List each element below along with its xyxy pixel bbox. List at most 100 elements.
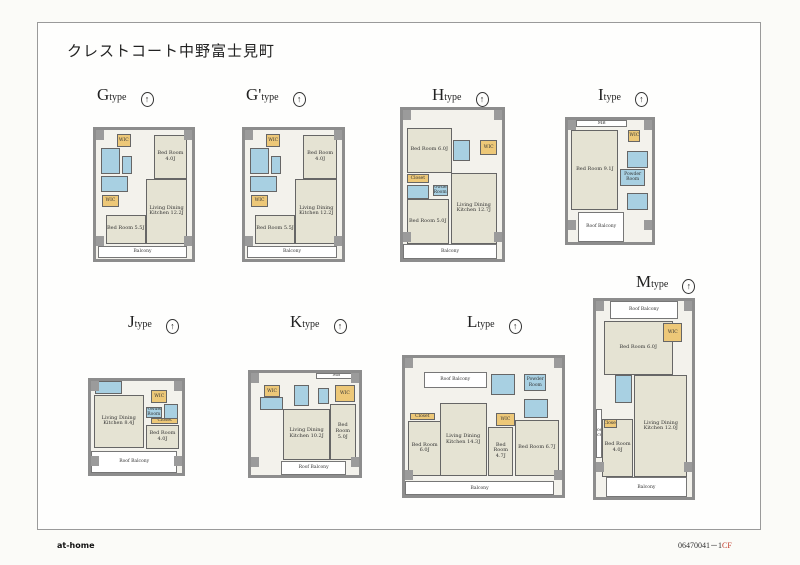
type-suffix: type xyxy=(651,279,669,290)
north-arrow-icon: ↑ xyxy=(165,319,179,334)
wet-area xyxy=(294,385,310,406)
structural-column xyxy=(494,232,502,243)
balcony: Roof Balcony xyxy=(281,460,347,475)
balcony: Roof Balcony xyxy=(423,371,487,389)
balcony: Balcony xyxy=(403,244,498,259)
structural-column xyxy=(351,373,359,383)
balcony: Balcony xyxy=(97,246,188,258)
type-letter: J xyxy=(128,312,135,331)
structural-column xyxy=(554,470,562,481)
storage: WIC xyxy=(101,194,120,208)
type-letter: G' xyxy=(246,85,262,104)
wet-area xyxy=(100,176,128,192)
structural-column xyxy=(494,110,502,120)
room: Bed Room 6.0J xyxy=(406,127,452,173)
type-suffix: type xyxy=(444,92,462,103)
structural-column xyxy=(403,110,411,120)
structural-column xyxy=(334,130,342,140)
room: Living Dining Kitchen 8.4J xyxy=(93,394,144,449)
room: Powder Room xyxy=(432,184,448,197)
balcony: MB xyxy=(576,120,627,128)
structural-column xyxy=(334,235,342,246)
type-suffix: type xyxy=(603,92,621,103)
room: Bed Room 4.0J xyxy=(303,135,338,180)
document-code: 06470041－1CF xyxy=(678,540,732,551)
storage: WIC xyxy=(335,385,355,402)
plan-title-3: Itype ↑ xyxy=(598,85,648,107)
room: Bed Room 4.7J xyxy=(488,426,514,476)
wet-area xyxy=(406,184,429,200)
plan-title-5: Ktype ↑ xyxy=(290,312,347,334)
wet-area xyxy=(626,150,648,168)
north-arrow-icon: ↑ xyxy=(333,319,347,334)
north-arrow-icon: ↑ xyxy=(634,92,648,107)
wet-area xyxy=(452,139,471,161)
type-letter: I xyxy=(598,85,604,104)
north-arrow-icon: ↑ xyxy=(292,92,306,107)
balcony: Roof Balcony xyxy=(596,408,602,458)
wet-area xyxy=(524,399,548,419)
wet-area xyxy=(626,193,648,211)
room: Bed Room 9.1J xyxy=(571,129,619,211)
structural-column xyxy=(245,235,253,246)
structural-column xyxy=(684,461,692,472)
storage: Closet xyxy=(406,174,429,183)
wet-area xyxy=(271,155,281,174)
wet-area xyxy=(317,388,329,404)
code-suffix: CF xyxy=(722,541,732,550)
storage: WIC xyxy=(263,385,281,398)
structural-column xyxy=(245,130,253,140)
room: Bed Room 4.0J xyxy=(153,135,188,180)
room: Living Dining Kitchen 12.0J xyxy=(634,375,688,478)
storage: WIC xyxy=(628,129,641,142)
balcony: Roof Balcony xyxy=(578,211,625,242)
wet-area xyxy=(249,148,270,174)
room: Bed Room 4.0J xyxy=(601,418,634,478)
room: Bed Room 5.0J xyxy=(406,199,449,245)
storage: WIC xyxy=(496,412,515,427)
north-arrow-icon: ↑ xyxy=(682,279,696,294)
structural-column xyxy=(403,232,411,243)
north-arrow-icon: ↑ xyxy=(475,92,489,107)
storage: WIC xyxy=(480,139,498,155)
balcony: Roof Balcony xyxy=(610,301,678,319)
type-letter: K xyxy=(290,312,303,331)
room: Living Dining Kitchen 12.2J xyxy=(295,179,338,244)
type-letter: M xyxy=(636,272,652,291)
storage: Closet xyxy=(409,412,435,420)
plan-title-1: G'type↑ xyxy=(246,85,306,107)
type-suffix: type xyxy=(477,319,495,330)
room: Bed Room 5.5J xyxy=(105,215,146,244)
structural-column xyxy=(568,120,576,130)
type-letter: G xyxy=(97,85,110,104)
athome-logo: at-home xyxy=(57,541,95,550)
structural-column xyxy=(184,235,192,246)
storage: WIC xyxy=(117,133,131,147)
type-letter: L xyxy=(467,312,478,331)
structural-column xyxy=(596,461,604,472)
structural-column xyxy=(251,373,259,383)
room: Powder Room xyxy=(524,374,547,391)
code-number: 06470041－1 xyxy=(678,541,722,550)
structural-column xyxy=(251,456,259,467)
structural-column xyxy=(644,120,652,130)
wet-area xyxy=(615,375,633,403)
structural-column xyxy=(96,130,104,140)
structural-column xyxy=(405,470,413,481)
property-title: クレストコート中野富士見町 xyxy=(67,42,276,60)
balcony: Roof Balcony xyxy=(91,450,178,473)
type-suffix: type xyxy=(302,319,320,330)
wet-area xyxy=(491,374,515,395)
wet-area xyxy=(100,148,120,174)
structural-column xyxy=(554,358,562,368)
structural-column xyxy=(96,235,104,246)
structural-column xyxy=(568,220,576,231)
storage: Closet xyxy=(603,418,618,429)
north-arrow-icon: ↑ xyxy=(140,92,154,107)
